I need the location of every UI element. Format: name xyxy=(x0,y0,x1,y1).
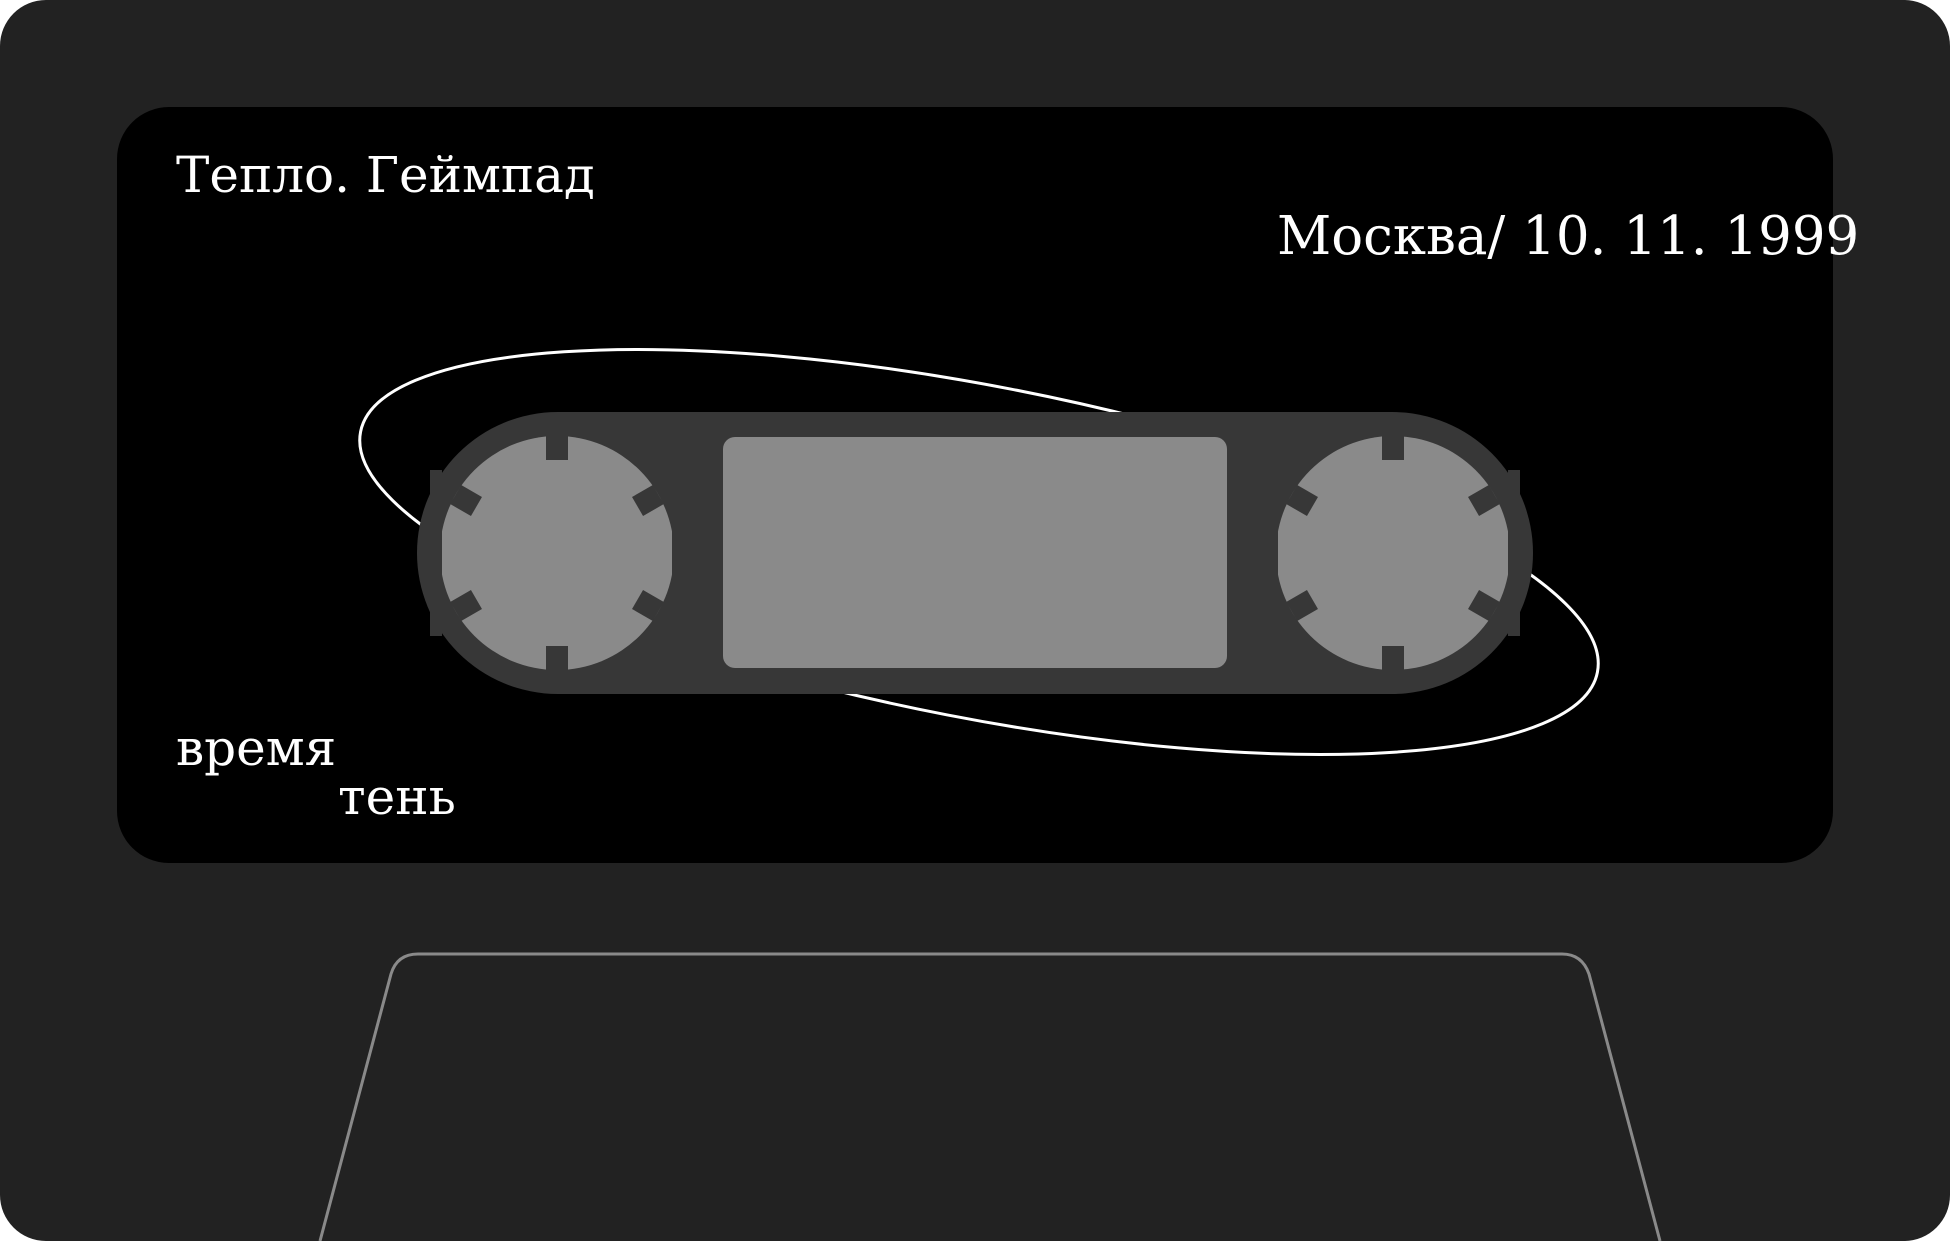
word-time: время xyxy=(176,719,337,777)
cassette-title: Тепло. Геймпад xyxy=(176,146,595,204)
tape-window xyxy=(723,437,1227,668)
tape-head-trapezoid xyxy=(318,952,1662,1241)
right-reel xyxy=(1266,436,1520,670)
tape-loop xyxy=(358,348,1600,756)
word-shadow: тень xyxy=(338,768,456,826)
left-reel xyxy=(430,436,684,670)
place-date-text: Москва/ 10. 11. 1999 xyxy=(1277,206,1860,267)
